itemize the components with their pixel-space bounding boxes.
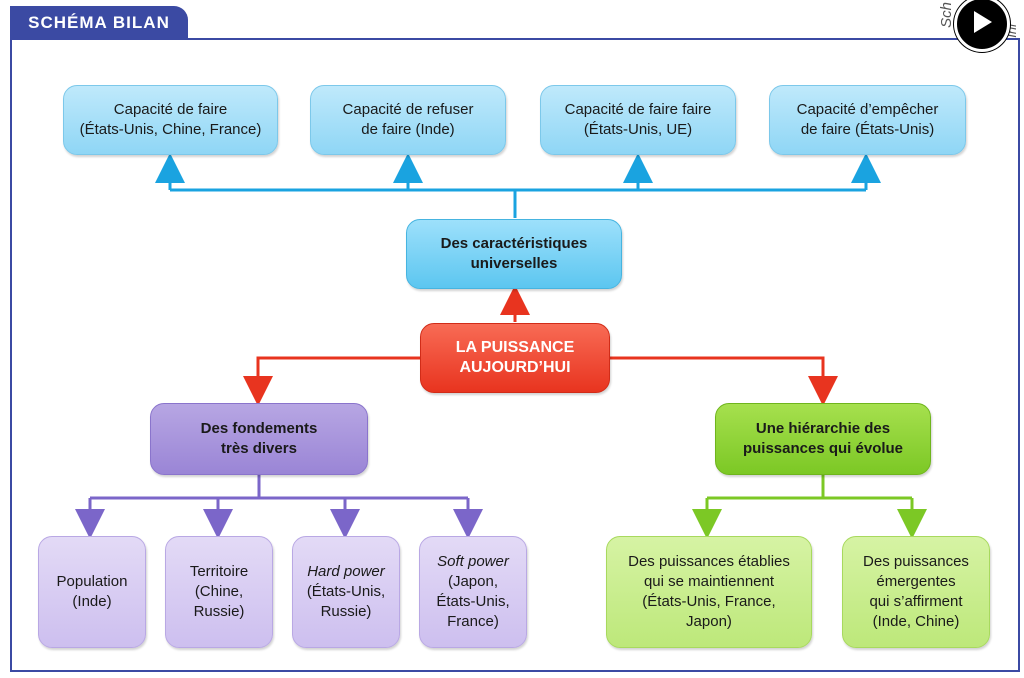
section-tab: SCHÉMA BILAN — [10, 6, 188, 40]
characteristic-box: Capacité de faire faire(États-Unis, UE) — [540, 85, 736, 155]
foundation-box: Territoire(Chine,Russie) — [165, 536, 273, 648]
characteristic-box: Capacité de faire(États-Unis, Chine, Fra… — [63, 85, 278, 155]
play-icon — [974, 11, 992, 33]
play-button[interactable] — [954, 0, 1010, 52]
foundation-box: Hard power(États-Unis,Russie) — [292, 536, 400, 648]
foundation-box: Soft power(Japon,États-Unis,France) — [419, 536, 527, 648]
foundation-box: Population(Inde) — [38, 536, 146, 648]
